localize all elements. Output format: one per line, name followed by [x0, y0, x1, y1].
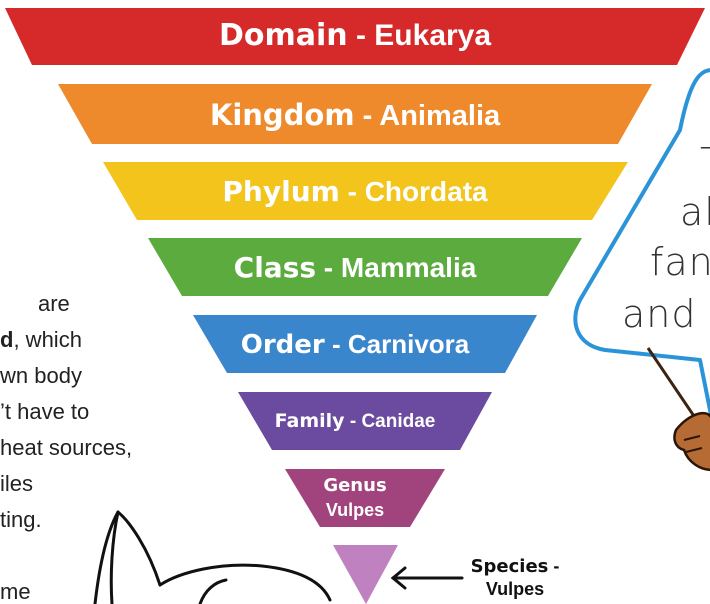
bubble-line-4: and s — [622, 292, 710, 336]
side-line: me — [0, 575, 31, 604]
side-line: ’t have to — [0, 395, 89, 430]
side-line: heat sources, — [0, 431, 132, 466]
species-label: Species - Vulpes — [455, 555, 575, 601]
side-line: iles — [0, 467, 33, 502]
side-line: d, which — [0, 323, 82, 358]
band-species — [333, 545, 398, 604]
bubble-line-2: ab — [680, 190, 710, 234]
side-line: are — [38, 287, 70, 322]
side-line: ting. — [0, 503, 42, 538]
bubble-line-3: fan — [650, 240, 710, 284]
species-arrow — [393, 568, 462, 588]
side-body-text: are d, which wn body ’t have to heat sou… — [0, 0, 170, 604]
side-line: wn body — [0, 359, 82, 394]
bubble-line-1: T — [700, 140, 710, 184]
